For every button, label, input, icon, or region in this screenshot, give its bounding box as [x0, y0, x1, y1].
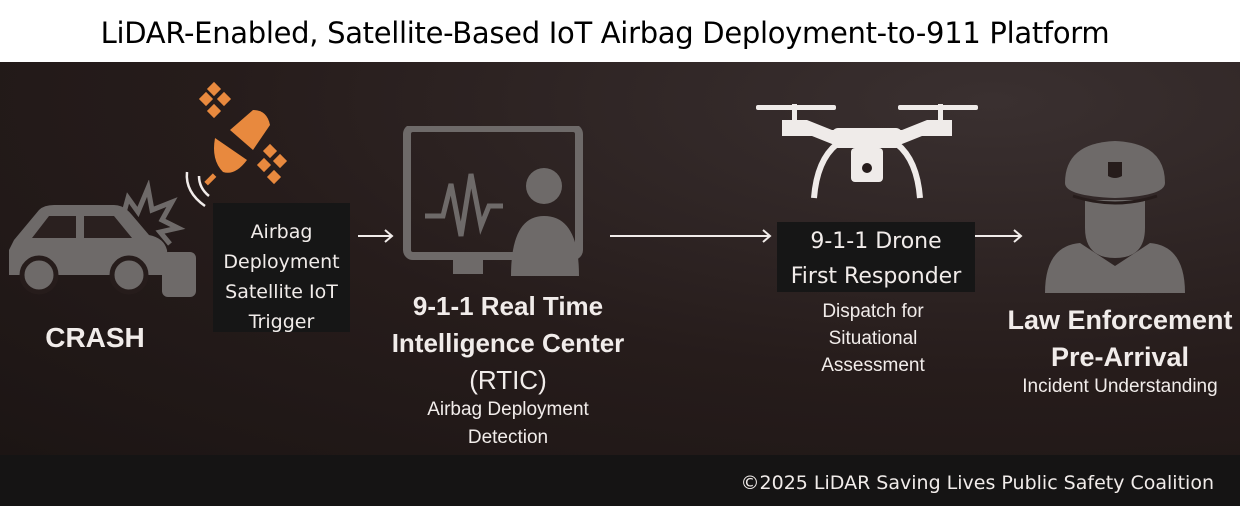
trigger-line: Deployment	[223, 251, 340, 273]
satellite-icon	[185, 81, 288, 208]
arrow-icon	[358, 229, 394, 243]
drone-sub-line: Assessment	[821, 355, 925, 376]
arrow-icon	[975, 229, 1023, 243]
footer-bar	[0, 455, 1240, 506]
copyright-text: ©2025 LiDAR Saving Lives Public Safety C…	[740, 472, 1214, 494]
drone-sub-line: Dispatch for	[822, 301, 924, 322]
trigger-line: Airbag	[250, 221, 313, 243]
drone-title-line: 9-1-1 Drone	[810, 229, 942, 254]
rtic-title-line: (RTIC)	[469, 365, 547, 395]
drone-title: 9-1-1 Drone First Responder	[767, 224, 985, 294]
drone-sub-line: Situational	[828, 328, 918, 349]
law-title: Law Enforcement Pre-Arrival	[995, 302, 1240, 376]
rtic-title: 9-1-1 Real Time Intelligence Center (RTI…	[370, 288, 646, 399]
law-title-line: Pre-Arrival	[1050, 342, 1190, 372]
rtic-sub-line: Airbag Deployment	[427, 399, 589, 420]
monitor-operator-icon	[403, 126, 583, 276]
rtic-title-line: 9-1-1 Real Time	[412, 291, 604, 321]
rtic-subtitle: Airbag Deployment Detection	[380, 396, 636, 452]
trigger-box	[213, 203, 350, 332]
trigger-text: Airbag Deployment Satellite IoT Trigger	[203, 217, 360, 337]
crash-label: CRASH	[45, 322, 145, 353]
law-title-line: Law Enforcement	[1007, 305, 1233, 335]
drone-box	[777, 222, 975, 292]
drone-subtitle: Dispatch for Situational Assessment	[773, 298, 973, 379]
law-subtitle: Incident Understanding	[1022, 376, 1218, 397]
drone-title-line: First Responder	[790, 264, 962, 289]
diagram-panel	[0, 62, 1240, 456]
rtic-title-line: Intelligence Center	[391, 328, 625, 358]
trigger-line: Satellite IoT	[225, 281, 338, 303]
car-crash-icon	[9, 180, 196, 297]
page-title: LiDAR-Enabled, Satellite-Based IoT Airba…	[100, 16, 1110, 50]
drone-icon	[756, 104, 978, 199]
rtic-sub-line: Detection	[467, 427, 549, 448]
police-officer-icon	[1045, 141, 1185, 293]
trigger-line: Trigger	[248, 311, 315, 333]
arrow-icon	[610, 229, 772, 243]
